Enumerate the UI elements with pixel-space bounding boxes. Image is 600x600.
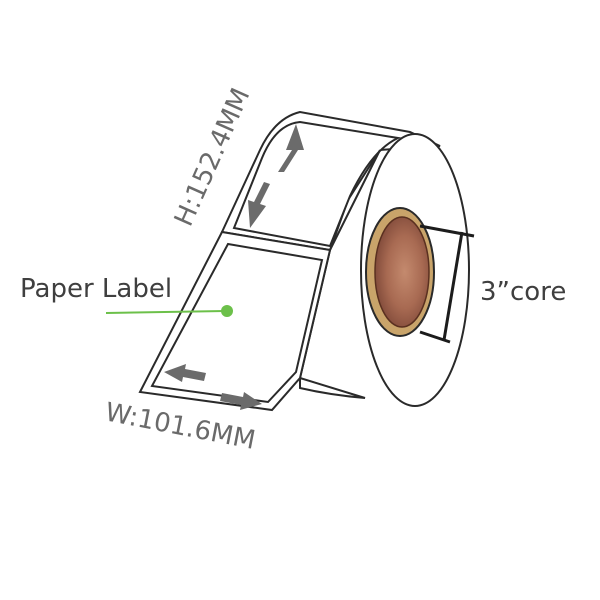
label-sheet-inner [150,242,324,404]
pointer-dot-icon [221,305,233,317]
width-label: W:101.6MM [103,397,258,455]
core-dimension-bracket [419,224,475,344]
paper-label-text: Paper Label [20,274,172,304]
top-label-face [232,120,402,248]
roll-core [365,207,435,337]
paper-label-pointer [105,305,233,317]
core-label: 3”core [480,277,566,307]
width-arrow-left-icon [164,364,206,382]
width-arrow-right-icon [220,392,262,410]
paper-label-sheet [138,230,332,412]
width-arrows [164,364,262,410]
height-arrow-up-icon [278,124,304,172]
height-arrows [248,124,304,228]
height-arrow-down-icon [248,182,270,228]
roll-bottom-band [299,376,366,399]
core-inner [374,216,430,328]
